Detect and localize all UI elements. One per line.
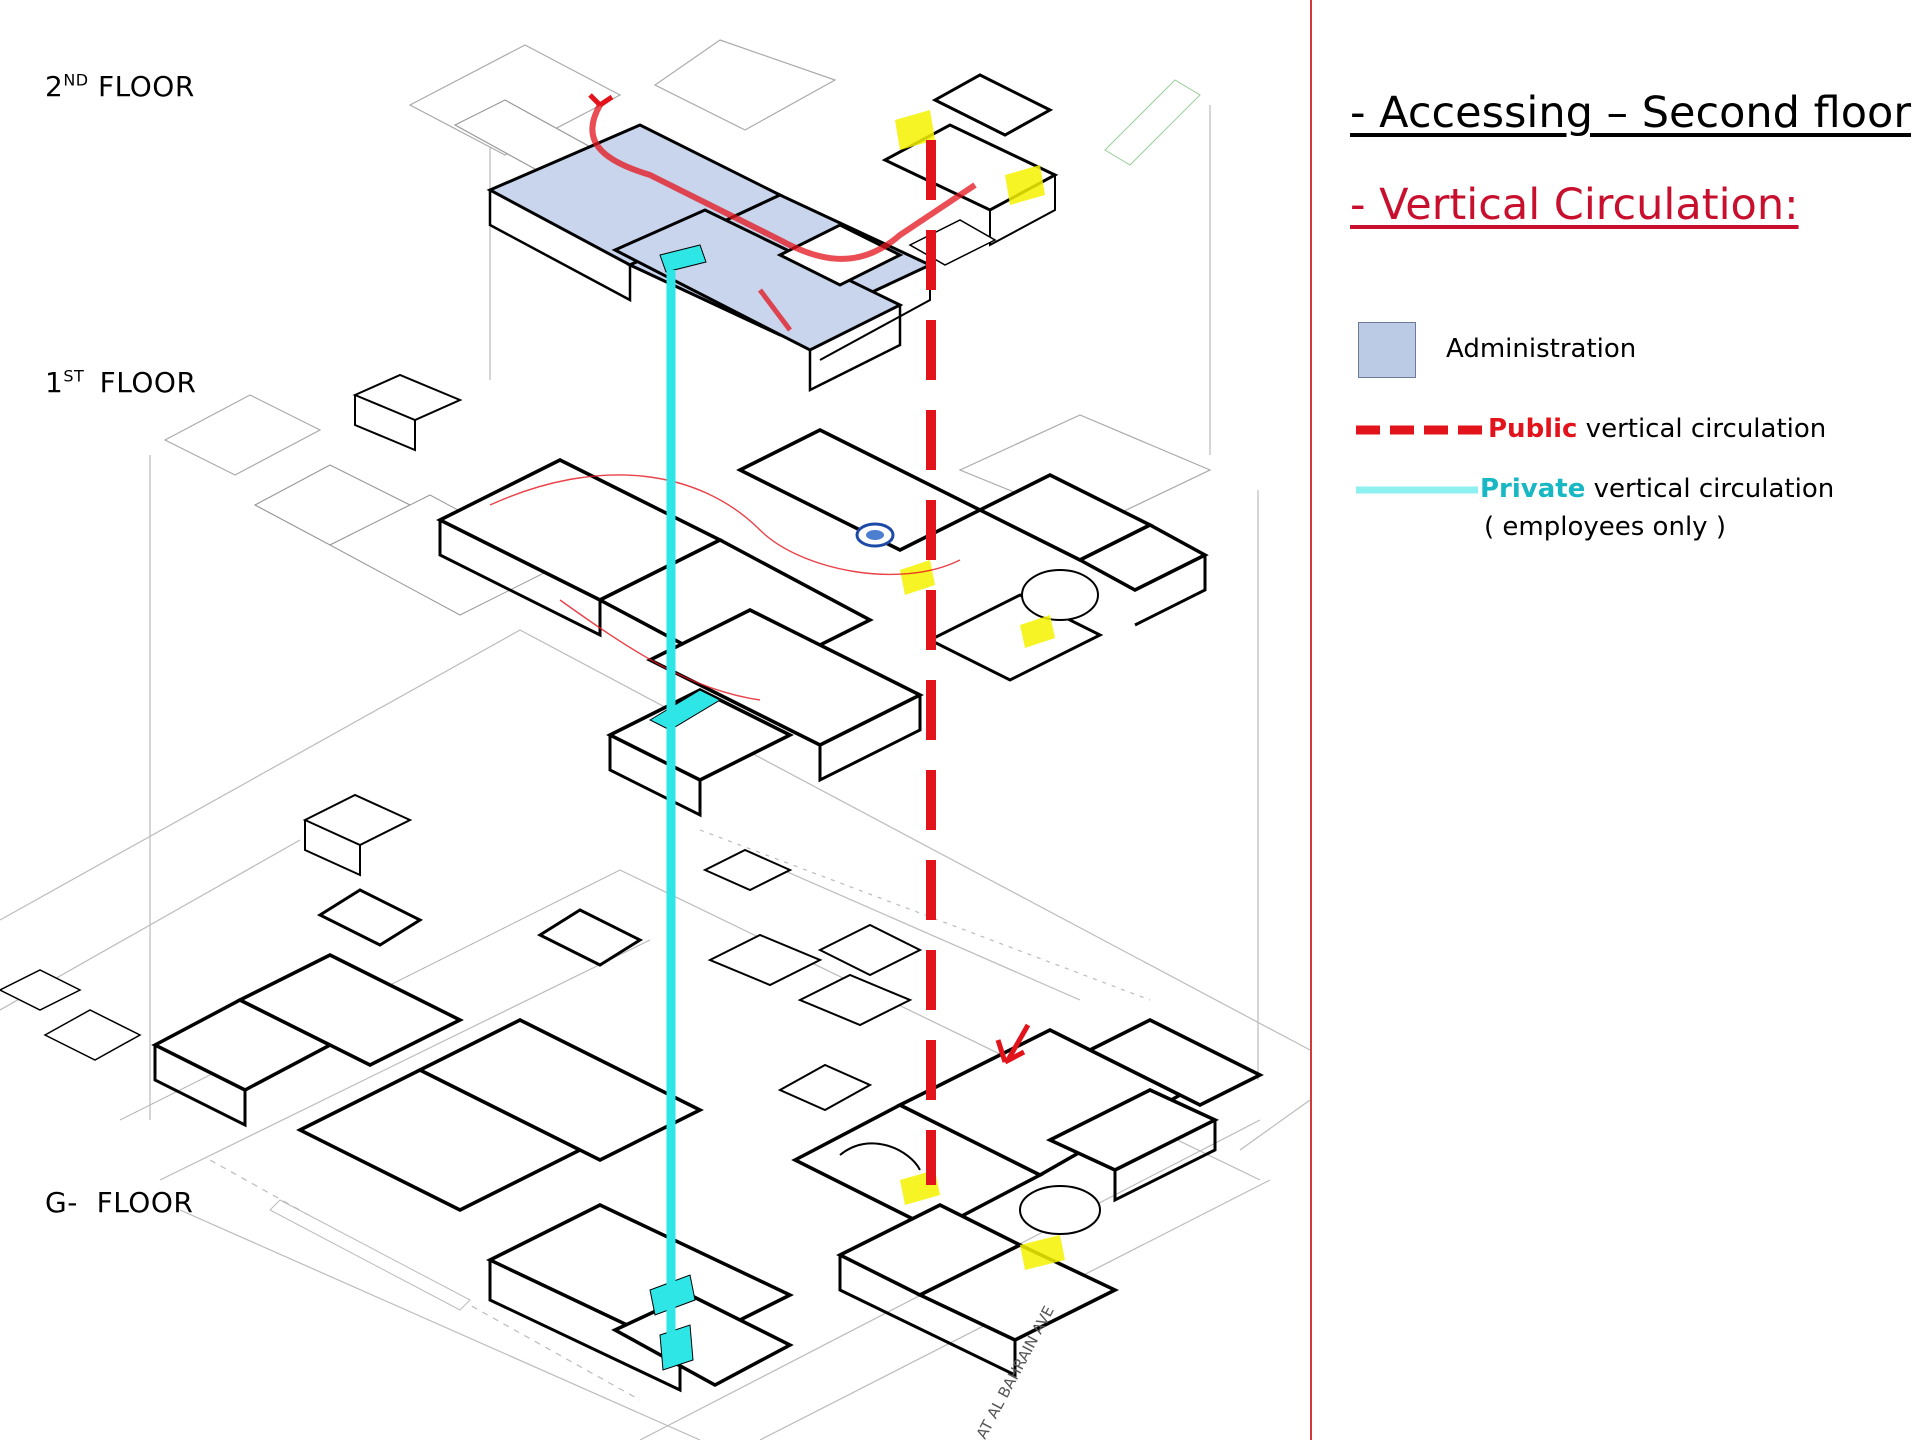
private-rest: vertical circulation xyxy=(1585,474,1835,504)
private-note: ( employees only ) xyxy=(1484,512,1726,542)
first-floor-plan xyxy=(163,373,1212,818)
second-floor-word: FLOOR xyxy=(98,70,195,103)
first-floor-suffix: ST xyxy=(63,366,85,386)
second-floor-label: 2ND FLOOR xyxy=(45,70,195,103)
public-rest: vertical circulation xyxy=(1577,414,1827,444)
ground-floor-label: G- FLOOR xyxy=(45,1186,194,1219)
second-floor-plan xyxy=(408,39,1201,393)
private-line-sample xyxy=(1356,486,1478,494)
first-floor-label: 1ST FLOOR xyxy=(45,366,196,399)
vertical-divider xyxy=(1310,0,1312,1440)
private-keyword: Private xyxy=(1480,474,1586,504)
legend-title: - Accessing – Second floor xyxy=(1350,88,1912,138)
second-floor-number: 2 xyxy=(45,70,64,103)
public-circulation-label: Public vertical circulation xyxy=(1488,414,1826,444)
public-keyword: Public xyxy=(1488,414,1578,444)
first-floor-number: 1 xyxy=(45,366,64,399)
administration-label: Administration xyxy=(1446,334,1637,364)
legend-subtitle: - Vertical Circulation: xyxy=(1350,180,1799,230)
public-line-sample xyxy=(1356,425,1486,435)
private-circulation-label: Private vertical circulation xyxy=(1480,474,1834,504)
ground-floor-plan xyxy=(0,793,1264,1393)
administration-swatch xyxy=(1358,322,1416,378)
second-floor-suffix: ND xyxy=(63,70,89,90)
first-floor-word: FLOOR xyxy=(99,366,197,399)
axonometric-circulation-drawing: AT AL BAHRAIN AVE xyxy=(0,39,1310,1440)
